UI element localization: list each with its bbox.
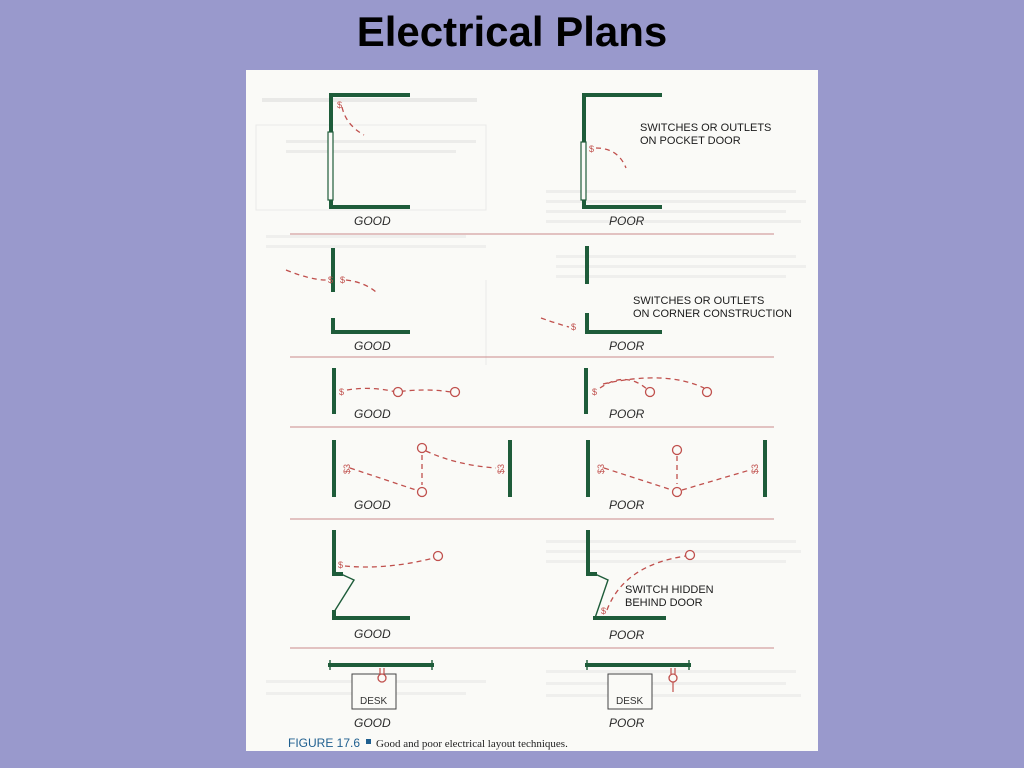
note-hidden-line2: BEHIND DOOR <box>625 597 703 609</box>
verdict-poor: POOR <box>609 716 645 730</box>
ceiling-outlet <box>684 549 696 561</box>
desk-label: DESK <box>360 696 388 707</box>
row-corner: $ $ GOOD $ SWITCHES OR OUTLETS ON CORNER… <box>285 246 792 353</box>
door-swing-good: $ GOOD <box>332 368 461 421</box>
three-way-switch-symbol: $3 <box>750 464 760 474</box>
switch-symbol: $ <box>592 387 597 397</box>
ceiling-outlet <box>392 386 404 398</box>
switch-symbol: $ <box>571 322 576 332</box>
ceiling-outlet <box>644 386 656 398</box>
row-pocket-door: $ GOOD $ SWITCHES OR OUTLETS ON POCKET D… <box>327 93 771 228</box>
corner-poor: $ SWITCHES OR OUTLETS ON CORNER CONSTRUC… <box>540 246 792 353</box>
switch-symbol: $ <box>589 144 594 154</box>
verdict-poor: POOR <box>609 628 645 642</box>
corner-good: $ $ GOOD <box>285 248 410 353</box>
desk-poor: DESK POOR <box>585 660 691 730</box>
note-corner-line1: SWITCHES OR OUTLETS <box>633 295 764 307</box>
ceiling-outlet <box>671 444 683 456</box>
switch-symbol: $ <box>601 606 606 616</box>
pocket-door-good: $ GOOD <box>327 93 410 228</box>
verdict-good: GOOD <box>354 498 391 512</box>
door-hinge-good: $ GOOD <box>332 530 444 641</box>
verdict-poor: POOR <box>609 498 645 512</box>
verdict-good: GOOD <box>354 407 391 421</box>
ceiling-outlet <box>671 486 683 498</box>
verdict-poor: POOR <box>609 214 645 228</box>
verdict-good: GOOD <box>354 716 391 730</box>
note-pocket-door-line1: SWITCHES OR OUTLETS <box>640 122 771 134</box>
verdict-good: GOOD <box>354 214 391 228</box>
three-way-poor: $3 $3 POOR <box>586 440 767 512</box>
ceiling-outlet <box>416 442 428 454</box>
row-door-swing: $ GOOD $ POOR <box>332 368 713 421</box>
switch-symbol: $ <box>328 275 333 285</box>
door-hinge-poor: $ SWITCH HIDDEN BEHIND DOOR POOR <box>586 530 714 642</box>
door-swing-poor: $ POOR <box>584 368 713 421</box>
three-way-switch-symbol: $3 <box>342 464 352 474</box>
desk-good: DESK GOOD <box>328 660 434 730</box>
verdict-poor: POOR <box>609 339 645 353</box>
note-corner-line2: ON CORNER CONSTRUCTION <box>633 308 792 320</box>
three-way-good: $3 $3 GOOD <box>332 440 512 512</box>
slide-title: Electrical Plans <box>356 8 668 55</box>
pocket-door-poor: $ SWITCHES OR OUTLETS ON POCKET DOOR POO… <box>580 93 771 228</box>
switch-symbol: $ <box>338 560 343 570</box>
verdict-good: GOOD <box>354 339 391 353</box>
note-pocket-door-line2: ON POCKET DOOR <box>640 135 741 147</box>
switch-symbol: $ <box>340 275 345 285</box>
switch-symbol: $ <box>337 100 342 110</box>
layout-diagram: $ GOOD $ SWITCHES OR OUTLETS ON POCKET D… <box>255 93 806 750</box>
desk <box>351 673 397 710</box>
caption-figure-number: FIGURE 17.6 <box>288 736 360 750</box>
desk <box>607 673 653 710</box>
caption-text: Good and poor electrical layout techniqu… <box>376 738 568 750</box>
note-hidden-line1: SWITCH HIDDEN <box>625 584 714 596</box>
bleed-through-background <box>255 98 806 697</box>
ceiling-outlet <box>416 486 428 498</box>
row-desk-outlet: DESK GOOD DESK POOR <box>328 660 691 730</box>
duplex-outlet <box>668 673 678 683</box>
figure-caption: FIGURE 17.6 Good and poor electrical lay… <box>288 736 568 750</box>
duplex-outlet <box>377 673 387 683</box>
ceiling-outlet <box>449 386 461 398</box>
three-way-switch-symbol: $3 <box>496 464 506 474</box>
switch-symbol: $ <box>339 387 344 397</box>
desk-label: DESK <box>616 696 644 707</box>
row-three-way: $3 $3 GOOD $3 $3 POOR <box>332 440 767 512</box>
figure-electrical-layouts: $ GOOD $ SWITCHES OR OUTLETS ON POCKET D… <box>246 70 818 751</box>
ceiling-outlet <box>701 386 713 398</box>
verdict-poor: POOR <box>609 407 645 421</box>
row-door-hinge: $ GOOD $ SWITCH HIDDEN BEHIND DOOR POOR <box>332 530 714 642</box>
ceiling-outlet <box>432 550 444 562</box>
three-way-switch-symbol: $3 <box>596 464 606 474</box>
verdict-good: GOOD <box>354 627 391 641</box>
